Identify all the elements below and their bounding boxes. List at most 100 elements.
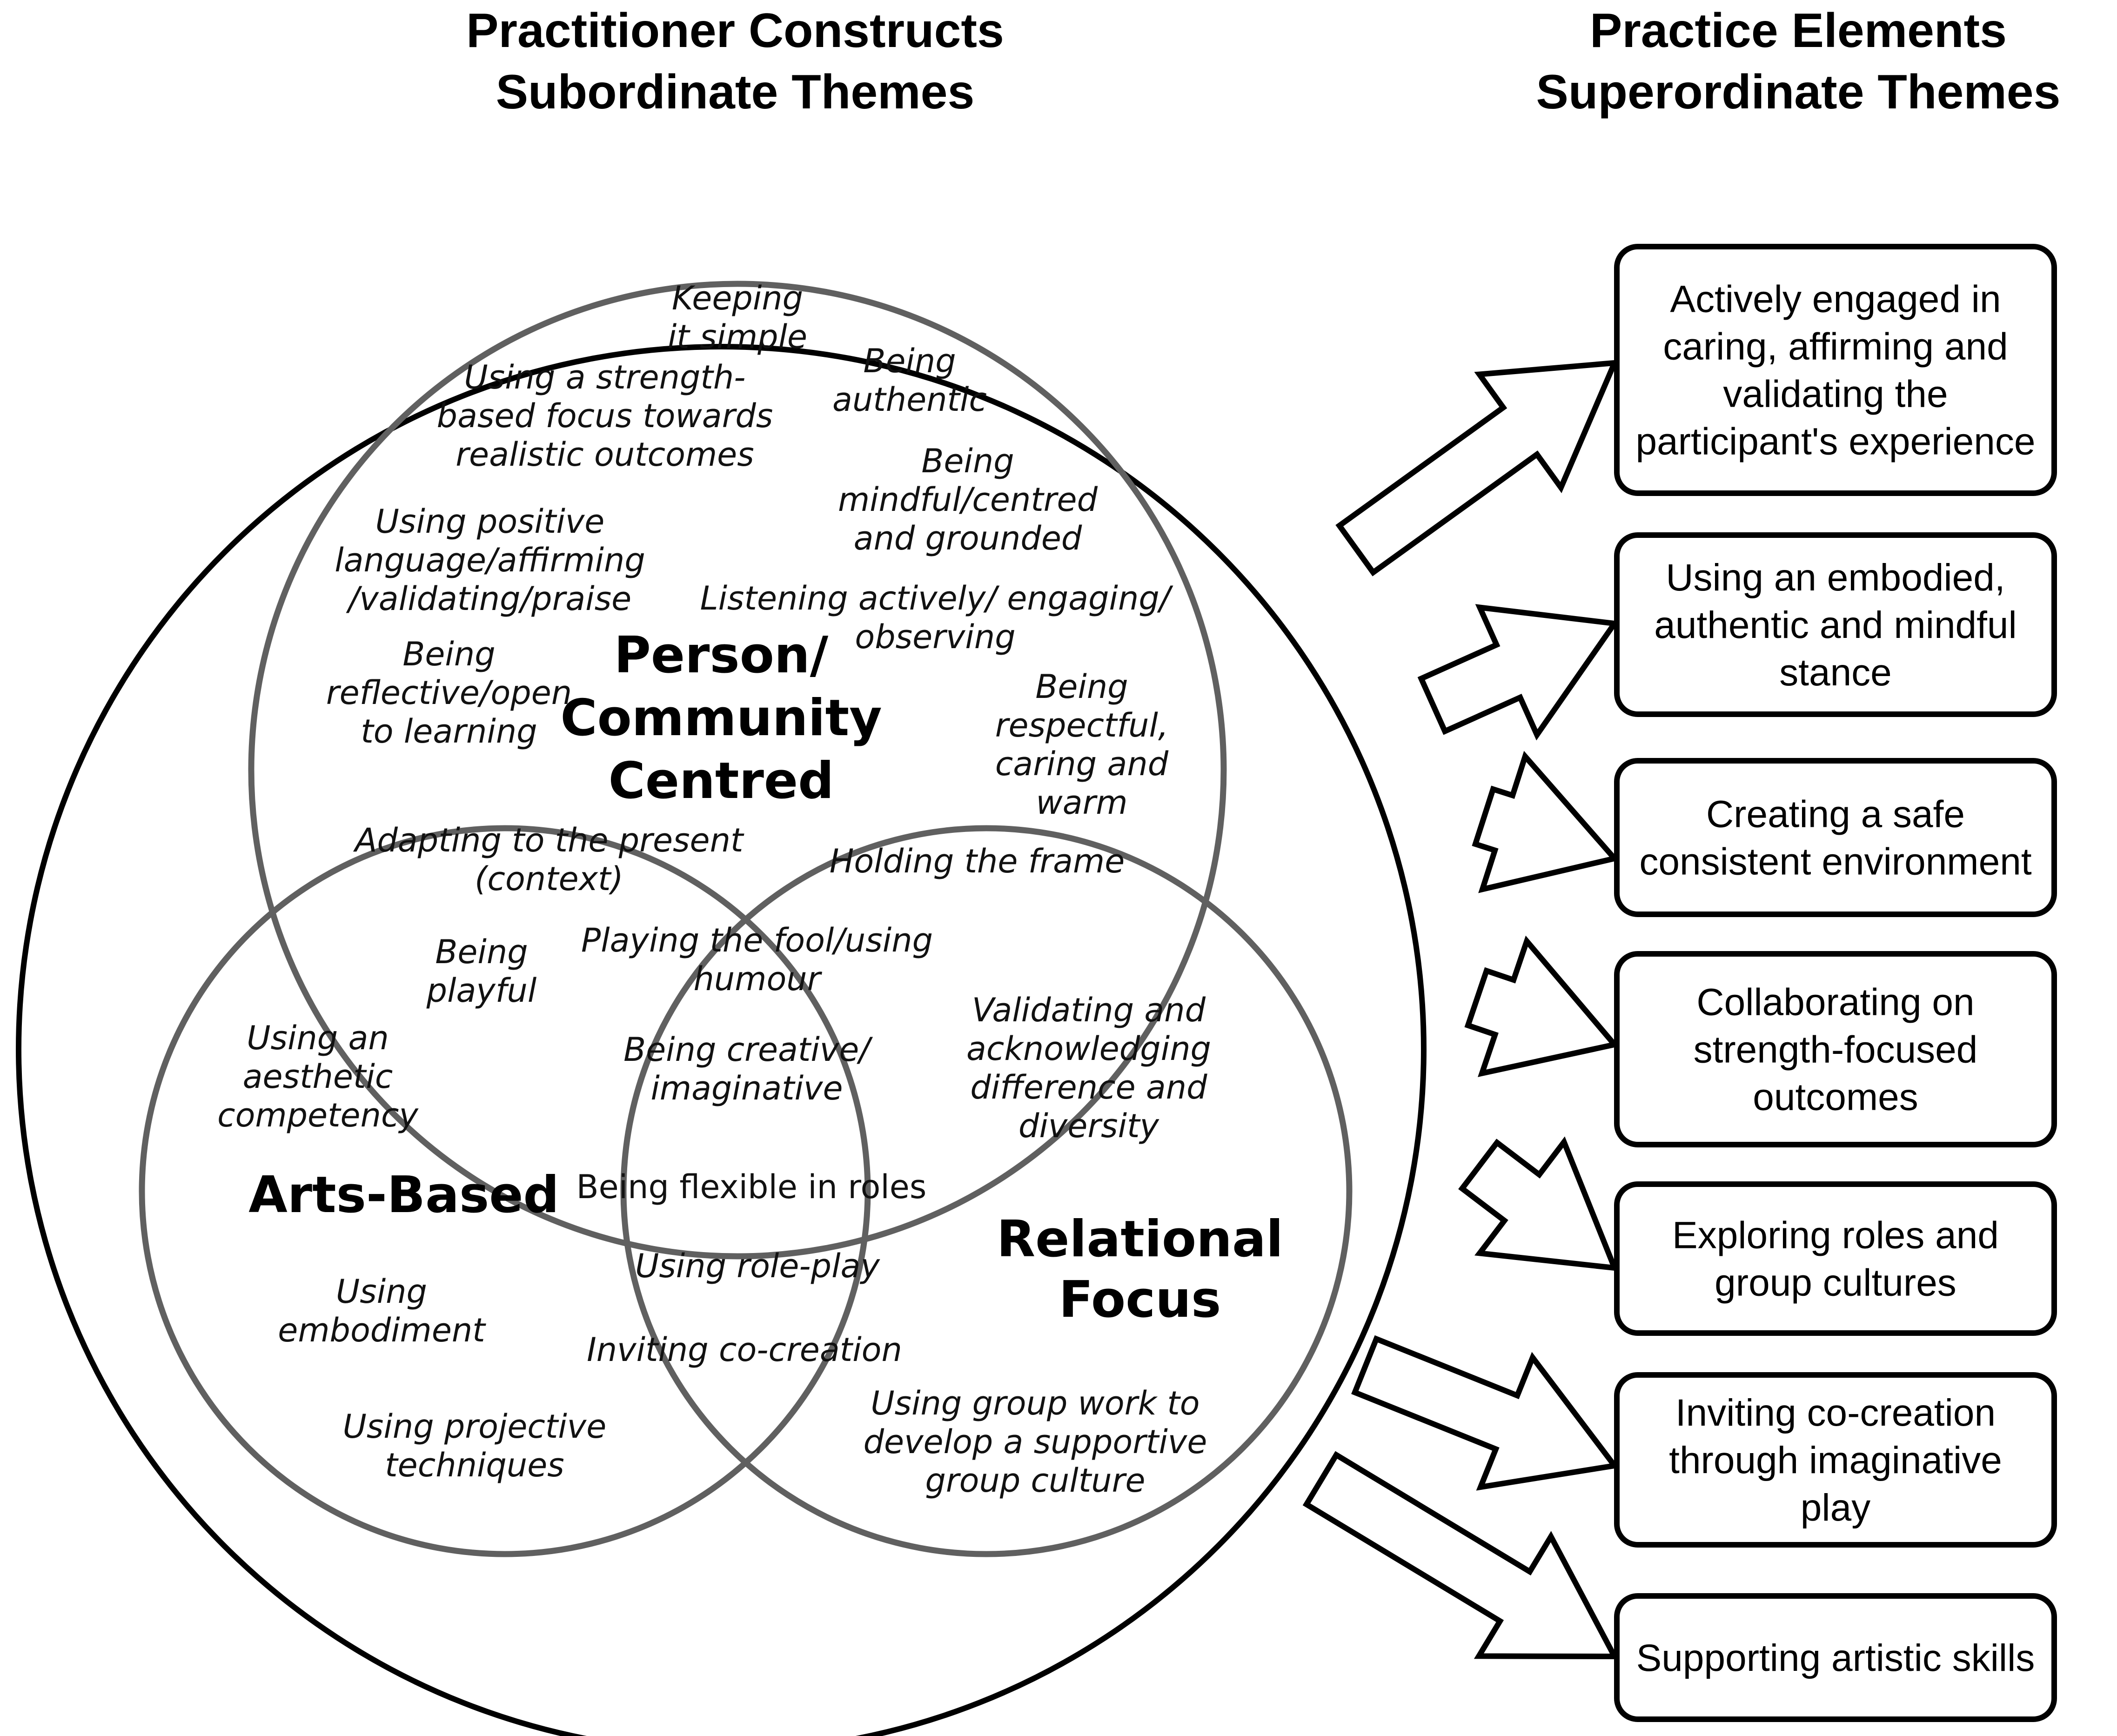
theme-inviting-co-creation: Inviting co-creation	[587, 1331, 902, 1369]
practice-element-box-2: Using an embodied, authentic and mindful s…	[1614, 532, 2057, 717]
person-community-circle	[248, 281, 1227, 1260]
theme-line: /validating/praise	[346, 580, 632, 618]
theme-line: observing	[855, 618, 1015, 656]
practice-element-text: group cultures	[1715, 1262, 1956, 1304]
theme-group-work: Using group work to develop a supportive…	[864, 1384, 1207, 1500]
theme-being-respectful: Being respectful, caring and warm	[995, 668, 1169, 822]
relational-focus-title: Relational Focus	[997, 1210, 1283, 1329]
theme-line: Using projective	[343, 1408, 607, 1446]
arrow-6	[1351, 1335, 1620, 1491]
theme-being-creative: Being creative/ imaginative	[623, 1031, 873, 1107]
arrow-4	[1464, 935, 1620, 1077]
right-header-line2: Superordinate Themes	[1536, 65, 2061, 119]
theme-line: mindful/centred	[838, 481, 1098, 519]
arrow-3	[1472, 751, 1620, 893]
theme-being-mindful: Being mindful/centred and grounded	[838, 442, 1098, 557]
theme-line: Being	[863, 342, 956, 380]
arts-based-circle	[139, 825, 871, 1557]
theme-line: (context)	[475, 860, 623, 898]
practice-element-frame	[1614, 532, 2057, 717]
practice-element-text: stance	[1779, 651, 1892, 694]
practice-element-text: validating the	[1723, 373, 1948, 416]
theme-line: warm	[1036, 784, 1127, 822]
right-header: Practice Elements Superordinate Themes	[1480, 0, 2117, 123]
theme-line: language/affirming	[335, 541, 645, 579]
relational-title-line2: Focus	[1059, 1271, 1221, 1329]
theme-line: Using	[336, 1273, 427, 1311]
theme-listening-actively: Listening actively/ engaging/ observing	[700, 579, 1173, 656]
theme-line: reflective/open	[326, 674, 572, 712]
person-title-line2: Community	[560, 689, 882, 747]
practice-element-box-7: Supporting artistic skills	[1614, 1593, 2057, 1722]
arrow-7	[1302, 1451, 1619, 1660]
theme-line: Being	[402, 635, 495, 673]
practice-element-frame	[1614, 1181, 2057, 1336]
practice-element-frame	[1614, 758, 2057, 917]
theme-holding-the-frame: Holding the frame	[830, 842, 1125, 880]
theme-using-embodiment: Using embodiment	[278, 1273, 486, 1349]
theme-line: Keeping	[672, 279, 803, 317]
theme-line: group culture	[925, 1461, 1145, 1500]
theme-aesthetic-competency: Using an aesthetic competency	[217, 1019, 419, 1134]
theme-line: Being flexible in roles	[576, 1168, 927, 1206]
practice-element-text: Collaborating on	[1696, 981, 1974, 1024]
relational-focus-circle	[620, 825, 1353, 1557]
left-header: Practitioner Constructs Subordinate Them…	[363, 0, 1107, 123]
theme-line: it simple	[668, 318, 807, 356]
theme-line: aesthetic	[243, 1058, 393, 1096]
relational-title-line1: Relational	[997, 1210, 1283, 1268]
arrow-1	[1335, 360, 1619, 576]
practice-element-text: through imaginative	[1669, 1439, 2002, 1481]
theme-line: imaginative	[650, 1069, 843, 1107]
practice-element-text: Supporting artistic skills	[1636, 1637, 2035, 1679]
practice-element-frame	[1614, 1372, 2057, 1548]
theme-line: caring and	[995, 745, 1169, 783]
theme-keeping-simple: Keeping it simple	[668, 279, 807, 356]
theme-playing-the-fool: Playing the fool/using humour	[581, 921, 933, 998]
practice-element-text: Inviting co-creation	[1675, 1392, 1996, 1434]
theme-line: Holding the frame	[830, 842, 1125, 880]
theme-line: based focus towards	[437, 397, 773, 435]
theme-line: humour	[694, 960, 823, 998]
practice-element-frame	[1614, 951, 2057, 1147]
theme-line: authentic	[832, 381, 987, 419]
theme-line: embodiment	[278, 1311, 486, 1349]
theme-positive-language: Using positive language/affirming /valid…	[335, 503, 645, 618]
practice-element-text: Using an embodied,	[1666, 556, 2005, 599]
theme-being-authentic: Being authentic	[832, 342, 987, 419]
theme-line: Using an	[247, 1019, 389, 1057]
theme-line: Playing the fool/using	[581, 921, 933, 959]
practice-element-text: participant's experience	[1636, 421, 2036, 463]
practice-element-text: Exploring roles and	[1672, 1214, 1999, 1257]
theme-line: Listening actively/ engaging/	[700, 579, 1173, 617]
theme-role-play: Using role-play	[635, 1247, 880, 1285]
theme-strength-based-focus: Using a strength- based focus towards re…	[437, 358, 773, 474]
theme-projective-techniques: Using projective techniques	[343, 1408, 607, 1484]
theme-flexible-roles: Being flexible in roles	[576, 1168, 927, 1206]
practice-element-text: Creating a safe	[1706, 793, 1965, 836]
practice-element-text: consistent environment	[1639, 841, 2031, 883]
practice-element-text: outcomes	[1753, 1076, 1918, 1119]
practice-element-box-5: Exploring roles and group cultures	[1614, 1181, 2057, 1336]
theme-line: competency	[217, 1096, 419, 1134]
theme-being-playful: Being playful	[426, 933, 537, 1010]
theme-being-reflective: Being reflective/open to learning	[326, 635, 572, 751]
practice-element-frame	[1614, 244, 2057, 496]
practice-element-text: strength-focused	[1694, 1029, 1978, 1071]
theme-line: acknowledging	[966, 1030, 1211, 1068]
practice-element-text: authentic and mindful	[1654, 604, 2017, 646]
practice-element-frame	[1614, 1593, 2057, 1722]
theme-line: Using positive	[375, 503, 605, 541]
theme-line: diversity	[1018, 1107, 1160, 1145]
arrow-2	[1417, 604, 1620, 741]
practice-element-box-4: Collaborating on strength-focused outcomes	[1614, 951, 2057, 1147]
right-header-line1: Practice Elements	[1589, 4, 2007, 58]
theme-line: difference and	[970, 1068, 1207, 1106]
left-header-line1: Practitioner Constructs	[466, 4, 1004, 58]
person-title-line1: Person/	[614, 626, 829, 684]
theme-line: to learning	[361, 712, 537, 751]
